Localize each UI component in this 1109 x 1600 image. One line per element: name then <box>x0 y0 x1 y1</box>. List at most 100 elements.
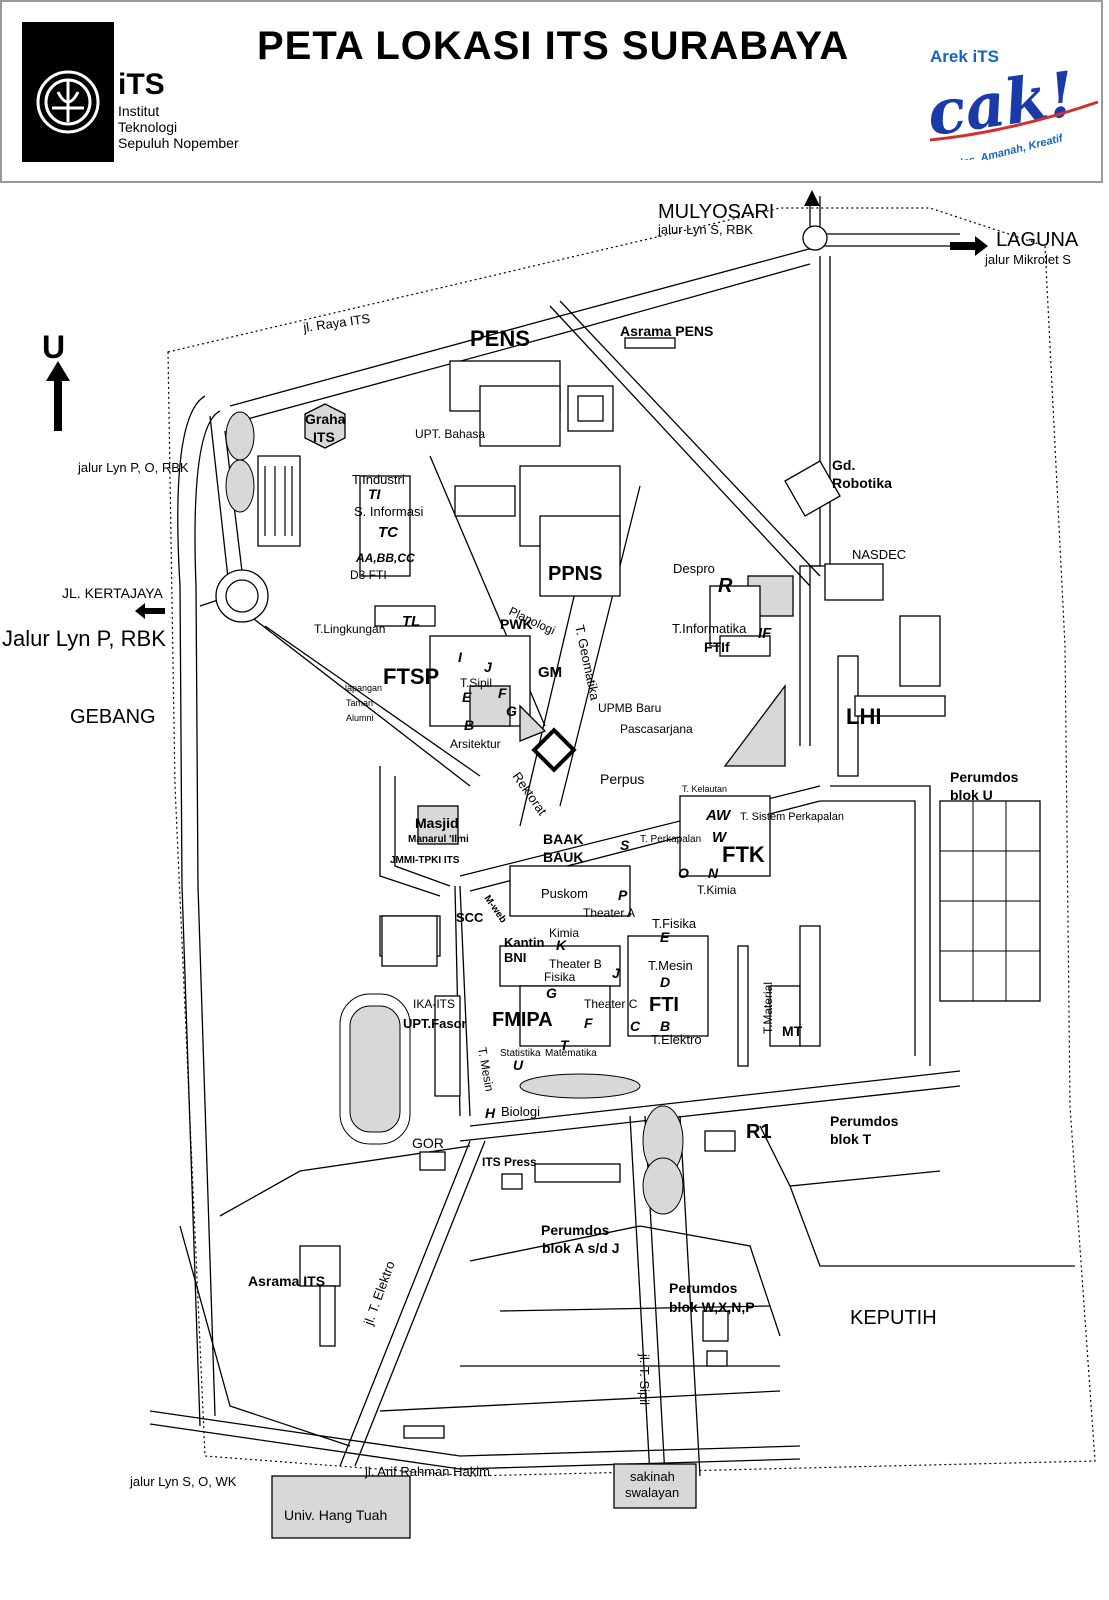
label-scc: SCC <box>456 910 484 925</box>
label-j2: J <box>612 965 621 981</box>
label-k: K <box>556 937 567 953</box>
label-ti: TI <box>368 486 382 502</box>
label-t-mesin: T.Mesin <box>648 958 693 973</box>
label-aabbcc: AA,BB,CC <box>355 551 415 565</box>
label-s-informasi: S. Informasi <box>354 504 423 519</box>
label-upmb: UPMB Baru <box>598 701 661 715</box>
cak-slogan-logo: Arek iTS cak! Cerdas, Amanah, Kreatif <box>930 47 1099 160</box>
mulyosari-arrow-icon <box>804 190 820 206</box>
label-lapangan-2: Taman <box>346 698 373 708</box>
label-graha-2: ITS <box>313 429 335 445</box>
its-line2: Teknologi <box>118 119 177 135</box>
label-o: O <box>678 865 689 881</box>
label-g2: G <box>546 985 557 1001</box>
label-perumdos-t-2: blok T <box>830 1131 872 1147</box>
sakinah-box <box>613 1463 697 1509</box>
label-u: U <box>513 1057 524 1073</box>
label-hang-tuah: Univ. Hang Tuah <box>284 1507 387 1523</box>
its-line3: Sepuluh Nopember <box>118 135 239 151</box>
label-perumdos-aj-1: Perumdos <box>541 1222 610 1238</box>
label-b2: B <box>660 1018 670 1034</box>
label-pens: PENS <box>470 326 530 351</box>
label-baak: BAAK <box>543 831 583 847</box>
road-mesin: T. Mesin <box>475 1046 497 1092</box>
road-arif: jl. Arif Rahman Hakim <box>364 1464 490 1479</box>
label-d: D <box>660 974 670 990</box>
label-laguna: LAGUNA <box>996 229 1079 251</box>
label-statistika: Statistika <box>500 1048 541 1059</box>
label-ftsp: FTSP <box>383 664 439 689</box>
label-jmmi: JMMI-TPKI ITS <box>390 855 460 866</box>
its-emblem-icon <box>36 70 100 134</box>
label-nasdec: NASDEC <box>852 547 906 562</box>
label-n: N <box>708 865 719 881</box>
label-f1: F <box>498 685 507 701</box>
label-e2: E <box>660 929 670 945</box>
label-fmipa: FMIPA <box>492 1009 553 1031</box>
label-west-route: jalur Lyn P, O, RBK <box>77 460 189 475</box>
label-t-material: T.Material <box>761 982 775 1034</box>
label-theater-b: Theater B <box>549 957 602 971</box>
label-perumdos-u-2: blok U <box>950 787 993 803</box>
label-lapangan-1: lapangan <box>345 683 382 693</box>
label-keputih: KEPUTIH <box>850 1307 937 1329</box>
label-pascasarjana: Pascasarjana <box>620 722 693 736</box>
label-ftk: FTK <box>722 842 765 867</box>
its-line1: Institut <box>118 103 159 119</box>
label-ftif: FTIf <box>704 639 730 655</box>
label-fisika: Fisika <box>544 970 576 984</box>
label-theater-c: Theater C <box>584 997 638 1011</box>
label-kantin-1: Kantin <box>504 935 545 950</box>
label-puskom: Puskom <box>541 886 588 901</box>
label-perumdos-aj-2: blok A s/d J <box>542 1240 620 1256</box>
hang-tuah-box <box>271 1475 411 1539</box>
label-r1: R1 <box>746 1121 772 1143</box>
label-biologi: Biologi <box>501 1104 540 1119</box>
label-ppns: PPNS <box>548 563 602 585</box>
label-t-industri: T.Industri <box>352 472 405 487</box>
label-perumdos-w-1: Perumdos <box>669 1280 738 1296</box>
label-kertajaya-sub: Jalur Lyn P, RBK <box>2 626 166 651</box>
its-brand: iTS <box>118 68 165 101</box>
label-gm: GM <box>538 664 562 681</box>
its-logo: iTS Institut Teknologi Sepuluh Nopember <box>22 22 239 162</box>
road-sipil: jl. T. Sipil <box>637 1353 652 1405</box>
label-kimia: Kimia <box>549 926 579 940</box>
label-s: S <box>620 837 630 853</box>
label-kantin-2: BNI <box>504 950 526 965</box>
label-e1: E <box>462 689 472 705</box>
slogan-top: Arek iTS <box>930 47 999 66</box>
label-despro: Despro <box>673 561 715 576</box>
label-t-elektro: T.Elektro <box>651 1032 702 1047</box>
label-south-route: jalur Lyn S, O, WK <box>129 1474 237 1489</box>
label-gor: GOR <box>412 1135 444 1151</box>
label-mweb: M-web <box>482 893 509 925</box>
campus-map[interactable]: U MULYOSARI jalur Lyn S, RBK LAGUNA jalu… <box>0 186 1109 1600</box>
label-d3fti: D3 FTI <box>350 568 387 582</box>
label-perumdos-w-2: blok W,X,N,P <box>669 1299 755 1315</box>
label-lhi: LHI <box>846 704 881 729</box>
label-mt: MT <box>782 1023 803 1039</box>
label-upt-fasor: UPT.Fasor <box>403 1016 467 1031</box>
label-its-press: ITS Press <box>482 1155 537 1169</box>
label-mulyosari-sub: jalur Lyn S, RBK <box>657 222 753 237</box>
road-raya-its: jl. Raya ITS <box>301 311 371 335</box>
label-sakinah-1: sakinah <box>630 1469 675 1484</box>
north-roundabout <box>802 225 828 251</box>
label-masjid-2: Manarul 'Ilmi <box>408 834 469 845</box>
label-t-kelautan: T. Kelautan <box>682 784 727 794</box>
label-t-sipil: T.Sipil <box>460 676 492 690</box>
label-i: I <box>458 649 463 665</box>
label-r: R <box>718 575 733 597</box>
label-gd-1: Gd. <box>832 457 855 473</box>
label-arsitektur: Arsitektur <box>450 737 501 751</box>
label-sakinah-2: swalayan <box>625 1485 679 1500</box>
label-aw: AW <box>705 807 732 824</box>
label-tc: TC <box>378 524 399 541</box>
campus-boundary <box>167 207 1096 1477</box>
label-b1: B <box>464 717 474 733</box>
label-theater-a: Theater A <box>583 906 635 920</box>
label-asrama-its: Asrama ITS <box>248 1273 325 1289</box>
label-upt-bahasa: UPT. Bahasa <box>415 427 485 441</box>
label-asrama-pens: Asrama PENS <box>620 323 713 339</box>
